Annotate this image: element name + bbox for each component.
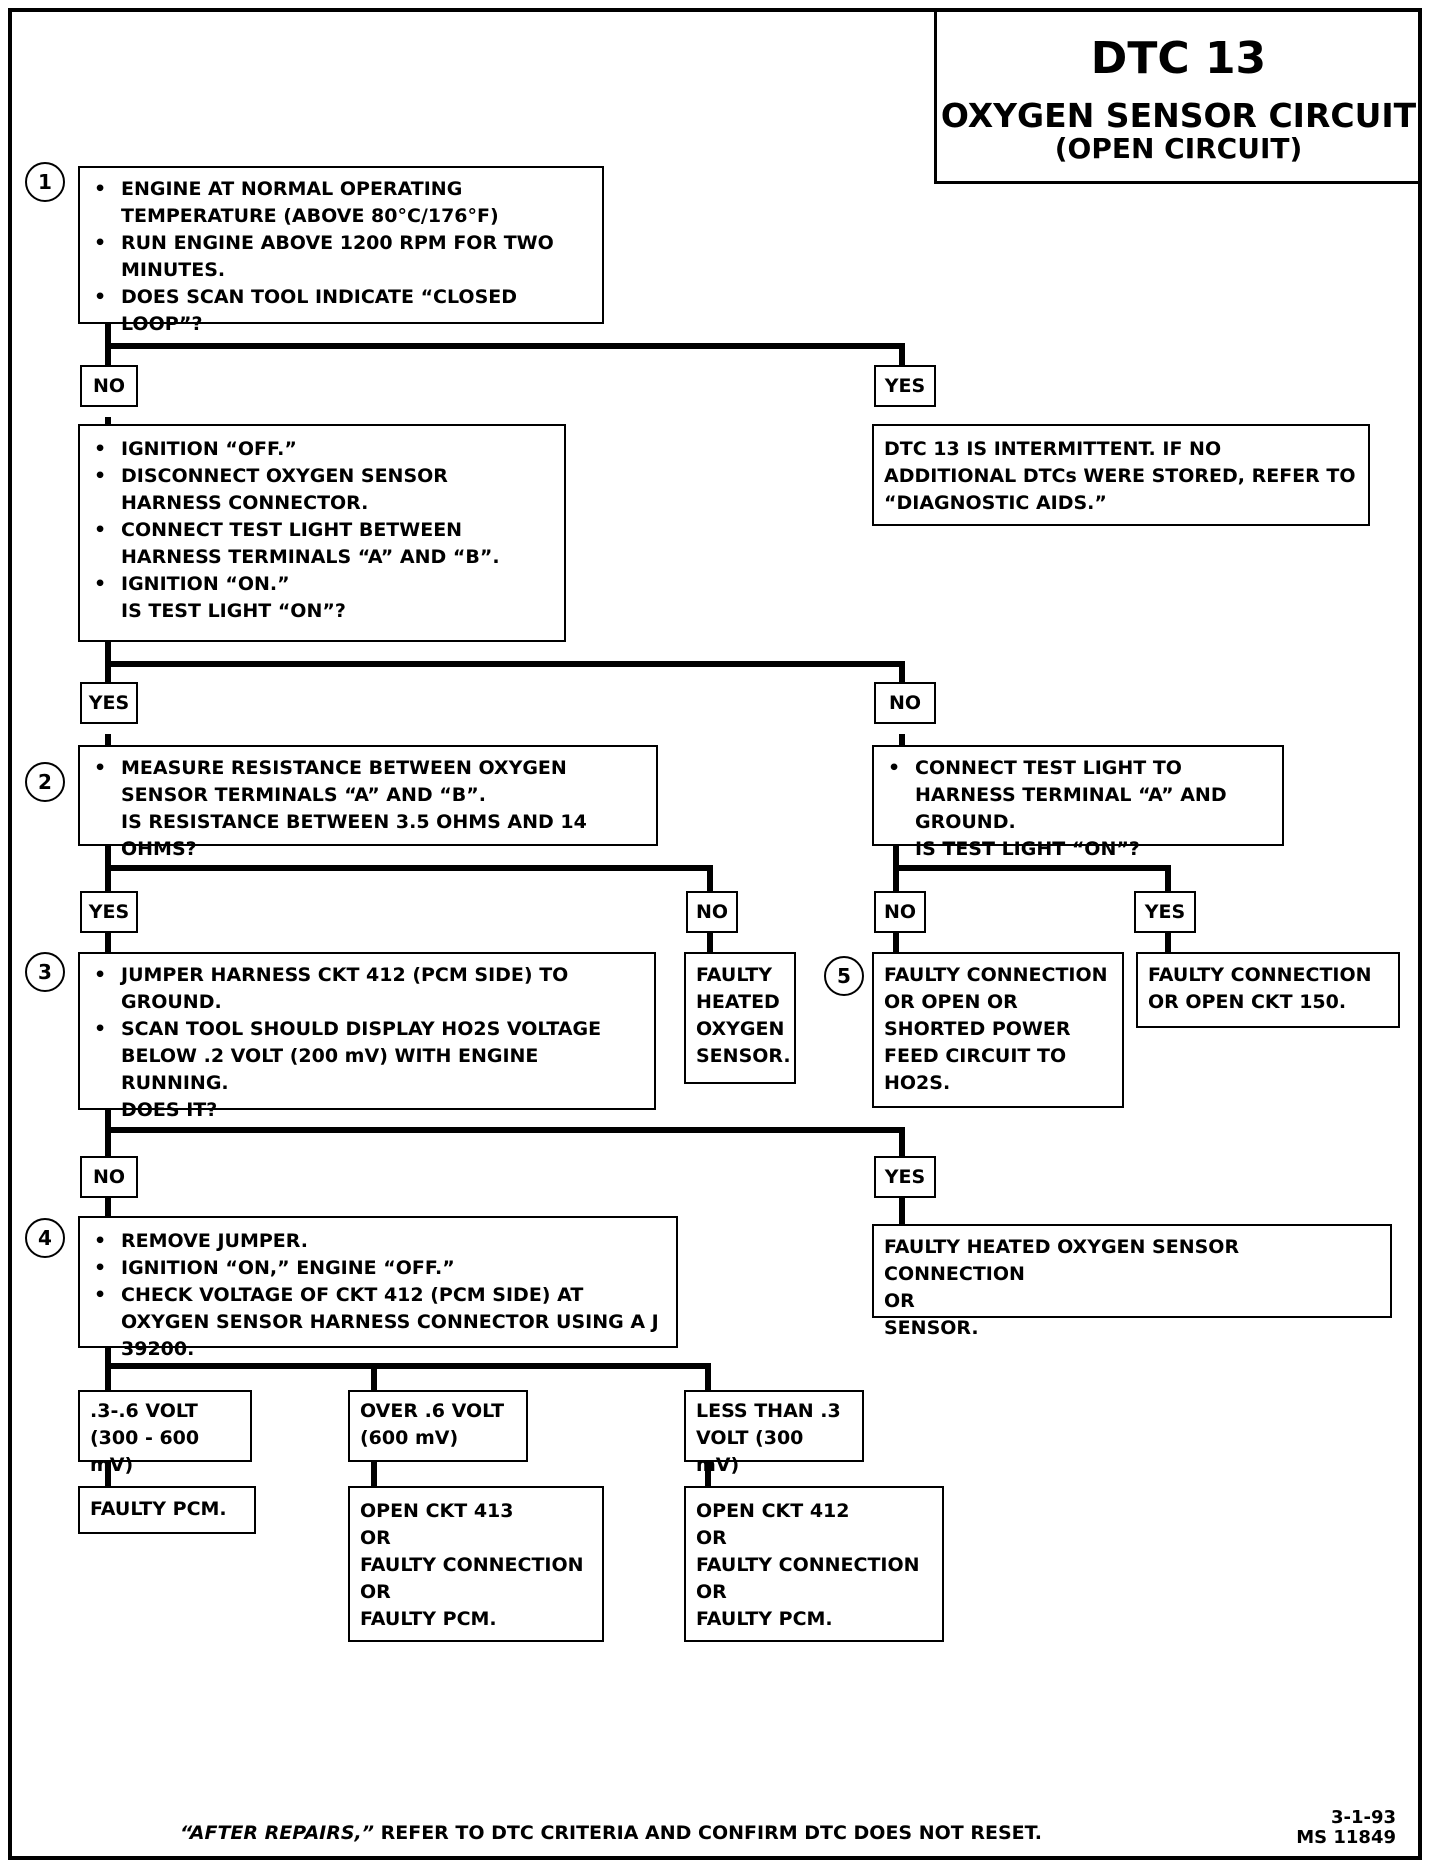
voltage-range-line: .3-.6 VOLT	[90, 1400, 198, 1422]
step-3-marker: 3	[25, 952, 65, 992]
step-3-item: SCAN TOOL SHOULD DISPLAY HO2S VOLTAGE BE…	[90, 1016, 644, 1097]
document-code: 3-1-93 MS 11849	[1290, 1808, 1396, 1848]
step-4-item: IGNITION “ON,” ENGINE “OFF.”	[90, 1255, 666, 1282]
intermittent-box: DTC 13 IS INTERMITTENT. IF NO ADDITIONAL…	[872, 424, 1370, 526]
no-label: NO	[80, 365, 138, 407]
faulty-pcm-box: FAULTY PCM.	[78, 1486, 256, 1534]
step-3-item: JUMPER HARNESS CKT 412 (PCM SIDE) TO GRO…	[90, 962, 644, 1016]
step-1-item: ENGINE AT NORMAL OPERATING TEMPERATURE (…	[90, 176, 592, 230]
yes-label: YES	[1134, 891, 1196, 933]
step-3-box: JUMPER HARNESS CKT 412 (PCM SIDE) TO GRO…	[78, 952, 656, 1121]
result-line: FAULTY PCM.	[696, 1608, 833, 1630]
step-2-box: MEASURE RESISTANCE BETWEEN OXYGEN SENSOR…	[78, 745, 658, 860]
ignition-box: IGNITION “OFF.” DISCONNECT OXYGEN SENSOR…	[78, 424, 566, 642]
open-ckt-412-box: OPEN CKT 412 OR FAULTY CONNECTION OR FAU…	[684, 1486, 944, 1642]
yes-label: YES	[874, 365, 936, 407]
ignition-question: IS TEST LIGHT “ON”?	[121, 600, 346, 622]
footer-text: REFER TO DTC CRITERIA AND CONFIRM DTC DO…	[374, 1822, 1042, 1844]
result-line: OPEN CKT 413	[360, 1500, 514, 1522]
step-4-marker: 4	[25, 1218, 65, 1258]
step-2-item: MEASURE RESISTANCE BETWEEN OXYGEN SENSOR…	[90, 755, 646, 809]
result-line: OR	[696, 1581, 727, 1603]
ignition-item: IGNITION “ON.”	[90, 571, 554, 598]
ignition-item: DISCONNECT OXYGEN SENSOR HARNESS CONNECT…	[90, 463, 554, 517]
step-1-item: RUN ENGINE ABOVE 1200 RPM FOR TWO MINUTE…	[90, 230, 592, 284]
step-5-marker: 5	[824, 956, 864, 996]
page-subtitle: OXYGEN SENSOR CIRCUIT	[940, 96, 1417, 135]
title-block: DTC 13 OXYGEN SENSOR CIRCUIT (OPEN CIRCU…	[934, 12, 1420, 184]
result-line: OR	[360, 1527, 391, 1549]
page-title: DTC 13	[1090, 33, 1267, 84]
no-label: NO	[874, 682, 936, 724]
faulty-connection-line: OR	[884, 1290, 915, 1312]
step-1-box: ENGINE AT NORMAL OPERATING TEMPERATURE (…	[78, 166, 604, 335]
document-number: MS 11849	[1296, 1827, 1396, 1848]
footer-note: “AFTER REPAIRS,” REFER TO DTC CRITERIA A…	[180, 1822, 1042, 1844]
yes-label: YES	[80, 682, 138, 724]
voltage-under-line: LESS THAN .3	[696, 1400, 841, 1422]
step-1-item: DOES SCAN TOOL INDICATE “CLOSED LOOP”?	[90, 284, 592, 338]
ground-test-item: CONNECT TEST LIGHT TO HARNESS TERMINAL “…	[884, 755, 1272, 836]
ground-test-box: CONNECT TEST LIGHT TO HARNESS TERMINAL “…	[872, 745, 1284, 860]
faulty-connection-line: FAULTY HEATED OXYGEN SENSOR CONNECTION	[884, 1236, 1240, 1285]
document-date: 3-1-93	[1330, 1807, 1396, 1828]
voltage-under-line: VOLT (300 mV)	[696, 1427, 804, 1476]
no-label: NO	[80, 1156, 138, 1198]
yes-label: YES	[80, 891, 138, 933]
result-line: OR	[360, 1581, 391, 1603]
page-subtitle-2: (OPEN CIRCUIT)	[1054, 132, 1303, 165]
ignition-item: CONNECT TEST LIGHT BETWEEN HARNESS TERMI…	[90, 517, 554, 571]
faulty-connection-box: FAULTY HEATED OXYGEN SENSOR CONNECTION O…	[872, 1224, 1392, 1339]
result-line: OR	[696, 1527, 727, 1549]
no-label: NO	[686, 891, 738, 933]
voltage-over-line: OVER .6 VOLT	[360, 1400, 505, 1422]
step-1-marker: 1	[25, 162, 65, 202]
result-line: FAULTY CONNECTION	[360, 1554, 584, 1576]
page-frame	[8, 8, 1422, 1860]
step-2-question: IS RESISTANCE BETWEEN 3.5 OHMS AND 14 OH…	[121, 811, 587, 860]
faulty-sensor-box: FAULTY HEATED OXYGEN SENSOR.	[684, 952, 796, 1084]
footer-emphasis: “AFTER REPAIRS,”	[180, 1822, 374, 1844]
result-line: FAULTY PCM.	[360, 1608, 497, 1630]
voltage-range-line: (300 - 600 mV)	[90, 1427, 200, 1476]
voltage-under-box: LESS THAN .3 VOLT (300 mV)	[684, 1390, 864, 1476]
voltage-over-line: (600 mV)	[360, 1427, 459, 1449]
step-4-item: REMOVE JUMPER.	[90, 1228, 666, 1255]
step-2-marker: 2	[25, 762, 65, 802]
ckt150-box: FAULTY CONNECTION OR OPEN CKT 150.	[1136, 952, 1400, 1028]
ignition-item: IGNITION “OFF.”	[90, 436, 554, 463]
voltage-range-box: .3-.6 VOLT (300 - 600 mV)	[78, 1390, 252, 1476]
yes-label: YES	[874, 1156, 936, 1198]
ground-test-question: IS TEST LIGHT “ON”?	[915, 838, 1140, 860]
result-line: FAULTY CONNECTION	[696, 1554, 920, 1576]
faulty-connection-line: SENSOR.	[884, 1317, 979, 1339]
step-4-item: CHECK VOLTAGE OF CKT 412 (PCM SIDE) AT O…	[90, 1282, 666, 1363]
step-4-box: REMOVE JUMPER. IGNITION “ON,” ENGINE “OF…	[78, 1216, 678, 1360]
no-label: NO	[874, 891, 926, 933]
open-ckt-413-box: OPEN CKT 413 OR FAULTY CONNECTION OR FAU…	[348, 1486, 604, 1642]
result-line: OPEN CKT 412	[696, 1500, 850, 1522]
step-5-box: FAULTY CONNECTION OR OPEN OR SHORTED POW…	[872, 952, 1124, 1108]
voltage-over-box: OVER .6 VOLT (600 mV)	[348, 1390, 528, 1462]
step-3-question: DOES IT?	[121, 1099, 218, 1121]
